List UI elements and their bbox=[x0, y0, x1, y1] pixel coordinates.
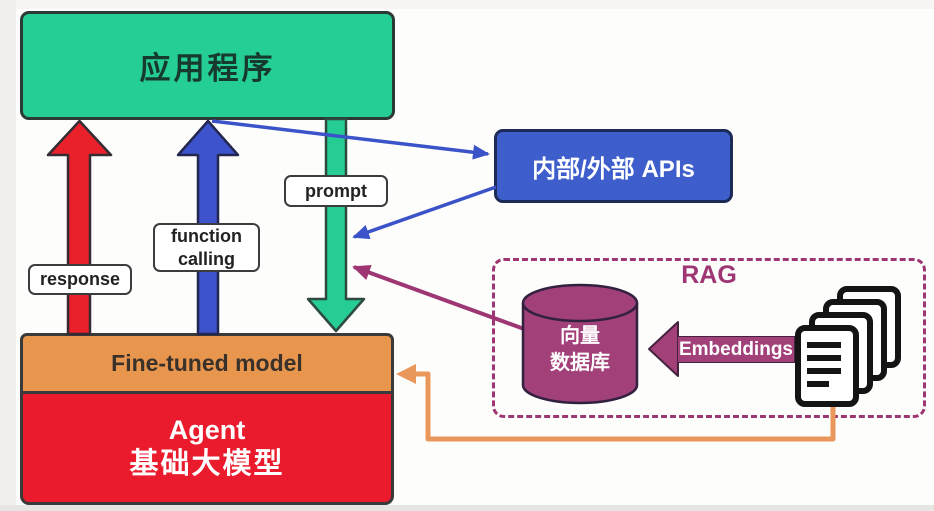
embeddings-label: Embeddings bbox=[677, 336, 795, 363]
fine-tuned-model-box: Fine-tuned model bbox=[20, 333, 394, 394]
vector-db-cylinder bbox=[521, 283, 639, 405]
api-request-connector bbox=[211, 119, 490, 160]
orange-arrowhead bbox=[396, 364, 416, 384]
background-edge-left bbox=[0, 0, 16, 511]
agent-label: Agent bbox=[168, 415, 246, 446]
function-calling-label-line1: function bbox=[171, 226, 242, 246]
response-label-tag: response bbox=[28, 264, 132, 295]
apis-label: 内部/外部 APIs bbox=[532, 155, 695, 183]
background-edge-top bbox=[0, 0, 934, 9]
embeddings-label-text: Embeddings bbox=[678, 338, 793, 360]
function-calling-label-line2: calling bbox=[177, 248, 235, 269]
background-edge-bottom bbox=[0, 505, 934, 511]
api-response-connector bbox=[352, 185, 497, 240]
application-box: 应用程序 bbox=[20, 11, 395, 120]
vector-db-label: 向量 数据库 bbox=[523, 317, 637, 383]
prompt-arrow bbox=[306, 117, 366, 333]
foundation-model-label: 基础大模型 bbox=[129, 447, 285, 480]
prompt-label: prompt bbox=[305, 180, 367, 201]
fine-tuned-model-label: Fine-tuned model bbox=[111, 350, 303, 376]
response-arrow bbox=[46, 119, 113, 336]
document-stack-icon bbox=[795, 286, 901, 407]
prompt-label-tag: prompt bbox=[284, 175, 388, 207]
rag-title: RAG bbox=[681, 261, 737, 289]
vector-db-label-line1: 向量 bbox=[560, 325, 600, 347]
vector-db-label-line2: 数据库 bbox=[550, 352, 610, 374]
agent-foundation-model-box: Agent 基础大模型 bbox=[20, 394, 394, 505]
rag-retrieval-connector bbox=[352, 264, 528, 332]
context-injection-connector bbox=[396, 364, 836, 442]
rag-dashed-container bbox=[492, 258, 926, 418]
application-label: 应用程序 bbox=[139, 51, 276, 86]
function-calling-label-tag: function calling bbox=[153, 223, 260, 272]
internal-external-apis-box: 内部/外部 APIs bbox=[494, 129, 733, 203]
response-label: response bbox=[39, 269, 121, 290]
